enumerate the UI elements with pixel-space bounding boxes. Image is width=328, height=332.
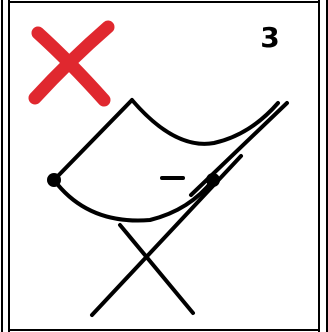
red-cross-icon — [35, 27, 108, 100]
stool-seat-front-edge — [54, 100, 132, 180]
stool-hinge-right — [206, 173, 220, 187]
stool-hinge-left — [47, 173, 61, 187]
stool-leg-rear-rail — [191, 103, 287, 195]
stool-leg-short — [120, 225, 193, 313]
stool-seat-bottom-curve — [54, 180, 213, 221]
stool-seat-top-curve — [132, 100, 278, 144]
folding-stool-icon — [54, 100, 287, 315]
